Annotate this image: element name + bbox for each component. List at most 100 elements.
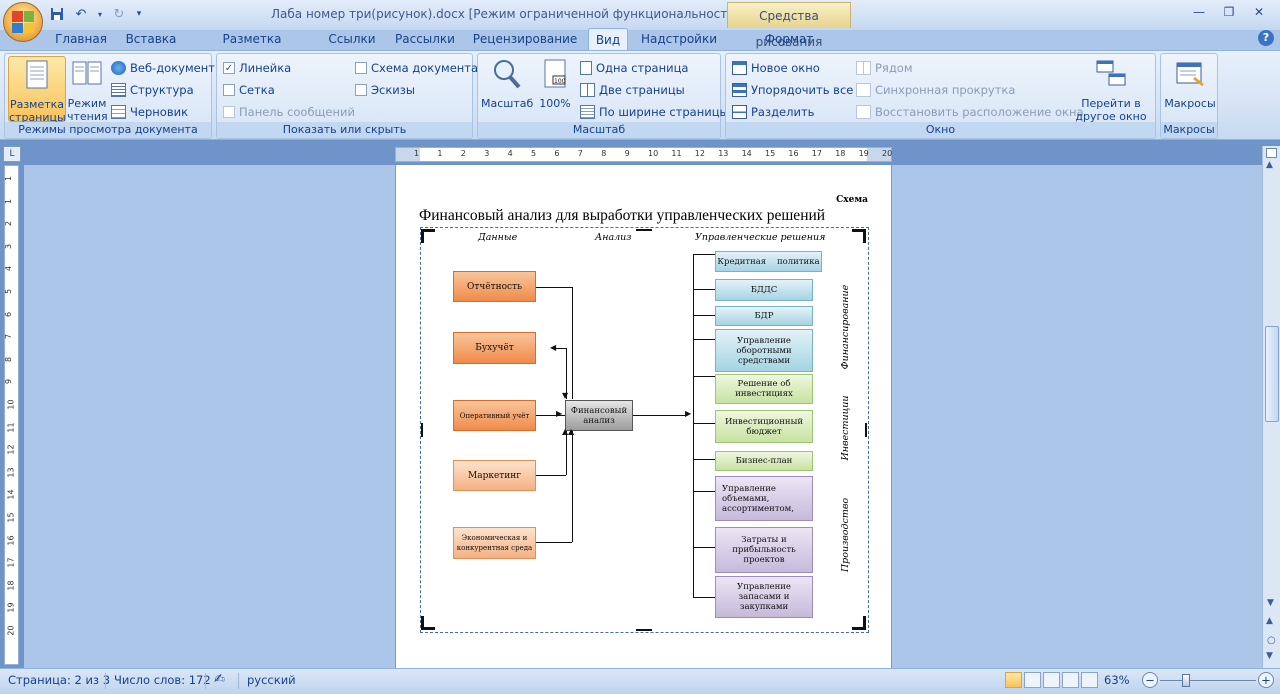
- context-tab-drawing-tools: Средства рисования: [727, 2, 851, 49]
- tab-format[interactable]: Формат: [764, 32, 814, 46]
- print-layout-view-icon[interactable]: [1005, 672, 1022, 688]
- redo-icon[interactable]: ↻: [113, 6, 125, 22]
- scrollbar-thumb[interactable]: [1265, 326, 1279, 422]
- group-label-views: Режимы просмотра документа: [5, 122, 211, 138]
- full-screen-reading-button[interactable]: Режим чтения: [67, 56, 108, 123]
- tab-view[interactable]: Вид: [588, 28, 628, 51]
- new-window-button[interactable]: Новое окно: [732, 59, 820, 77]
- minimize-icon[interactable]: —: [1193, 5, 1205, 19]
- page-indicator[interactable]: Страница: 2 из 3: [8, 673, 111, 687]
- tab-page-layout[interactable]: Разметка страницы: [221, 32, 283, 68]
- undo-icon[interactable]: ↶: [75, 6, 87, 22]
- next-page-icon[interactable]: ▼: [1266, 651, 1273, 661]
- group-label-zoom: Масштаб: [478, 122, 720, 138]
- output-box[interactable]: Инвестиционный бюджет: [715, 410, 813, 443]
- output-box[interactable]: Управление объемами, ассортиментом,: [715, 476, 813, 521]
- title-bar: [0, 0, 1280, 30]
- quick-access-toolbar: ↶ ▾ ↻ ▾: [48, 4, 144, 24]
- zoom-in-icon[interactable]: +: [1258, 672, 1274, 688]
- language-indicator[interactable]: русский: [247, 673, 296, 687]
- output-box[interactable]: Управление оборотными средствами: [715, 329, 813, 372]
- ruler-tick: 3: [484, 149, 490, 158]
- split-button[interactable]: Разделить: [732, 103, 814, 121]
- one-page-button[interactable]: Одна страница: [580, 59, 688, 77]
- output-box[interactable]: БДР: [715, 306, 813, 326]
- word-count[interactable]: Число слов: 172: [114, 673, 211, 687]
- view-ruler-icon[interactable]: [1266, 148, 1277, 158]
- output-box[interactable]: Затраты и прибыльность проектов: [715, 527, 813, 573]
- zoom-out-icon[interactable]: −: [1142, 672, 1158, 688]
- tab-review[interactable]: Рецензирование: [472, 32, 578, 46]
- tab-home[interactable]: Главная: [55, 32, 107, 46]
- tab-references[interactable]: Ссылки: [328, 32, 376, 46]
- ruler-tick: 18: [6, 580, 16, 591]
- restore-icon[interactable]: ❐: [1223, 5, 1235, 19]
- view-side-by-side-button[interactable]: Рядом: [856, 59, 913, 77]
- print-layout-button[interactable]: Разметка страницы: [8, 56, 66, 124]
- document-map-checkbox[interactable]: Схема документа: [355, 59, 478, 77]
- reading-view-icon[interactable]: [1024, 672, 1041, 688]
- zoom-100-button[interactable]: 100 100%: [535, 56, 575, 122]
- macros-button[interactable]: Макросы: [1163, 56, 1217, 122]
- split-icon: [732, 105, 747, 119]
- web-view-icon[interactable]: [1043, 672, 1060, 688]
- gridlines-checkbox[interactable]: Сетка: [223, 81, 275, 99]
- reset-window-position-button[interactable]: Восстановить расположение окна: [856, 103, 1084, 121]
- proofing-icon[interactable]: ✍: [214, 672, 225, 687]
- page-width-button[interactable]: По ширине страницы: [580, 103, 729, 121]
- tab-insert[interactable]: Вставка: [125, 32, 177, 46]
- center-box[interactable]: Финансовый анализ: [565, 400, 633, 431]
- zoom-slider[interactable]: [1160, 680, 1256, 681]
- group-window: Новое окно Упорядочить все Разделить Ряд…: [725, 53, 1156, 139]
- drawing-canvas[interactable]: [420, 227, 869, 633]
- magnifier-icon: [494, 60, 521, 89]
- zoom-level[interactable]: 63%: [1104, 673, 1130, 687]
- tab-mailings[interactable]: Рассылки: [395, 32, 455, 46]
- input-box[interactable]: Отчётность: [453, 271, 536, 302]
- web-layout-icon: [111, 61, 126, 75]
- zoom-button[interactable]: Масштаб: [481, 56, 533, 122]
- ruler-tick: 4: [4, 266, 14, 272]
- document-page[interactable]: Схема Финансовый анализ для выработки уп…: [395, 165, 892, 670]
- ruler-checkbox[interactable]: ✓Линейка: [223, 61, 292, 75]
- output-box[interactable]: Бизнес-план: [715, 451, 813, 471]
- input-box[interactable]: Оперативный учёт: [453, 400, 536, 431]
- draft-view-icon[interactable]: [1081, 672, 1098, 688]
- switch-windows-button[interactable]: Перейти в другое окно: [1070, 56, 1152, 123]
- previous-page-icon[interactable]: ▲: [1266, 616, 1273, 626]
- message-bar-checkbox[interactable]: Панель сообщений: [223, 103, 355, 121]
- output-box[interactable]: Решение об инвестициях: [715, 374, 813, 404]
- office-button[interactable]: [3, 2, 43, 42]
- tab-selector-button[interactable]: L: [3, 146, 21, 162]
- arrange-all-button[interactable]: Упорядочить все: [732, 81, 853, 99]
- outline-button[interactable]: Структура: [111, 81, 194, 99]
- input-box[interactable]: Экономическая и конкурентная среда: [453, 527, 536, 559]
- close-icon[interactable]: ✕: [1253, 5, 1265, 19]
- group-label-macros: Макросы: [1161, 122, 1217, 138]
- thumbnails-checkbox[interactable]: Эскизы: [355, 81, 415, 99]
- output-box[interactable]: БДДС: [715, 279, 813, 301]
- save-icon[interactable]: [48, 5, 66, 23]
- checkbox-icon: [355, 84, 367, 96]
- undo-dropdown-icon[interactable]: ▾: [97, 9, 102, 19]
- vertical-scrollbar[interactable]: ▲ ▼ ▲ ○ ▼: [1262, 146, 1280, 668]
- scroll-down-icon[interactable]: ▼: [1267, 598, 1274, 608]
- two-pages-button[interactable]: Две страницы: [580, 81, 685, 99]
- web-layout-button[interactable]: Веб-документ: [111, 59, 215, 77]
- draft-button[interactable]: Черновик: [111, 103, 188, 121]
- select-browse-object-icon[interactable]: ○: [1267, 635, 1276, 646]
- input-box[interactable]: Бухучёт: [453, 332, 536, 364]
- tab-addins[interactable]: Надстройки: [640, 32, 718, 46]
- sync-scroll-button[interactable]: Синхронная прокрутка: [856, 81, 1015, 99]
- scroll-up-icon[interactable]: ▲: [1266, 160, 1273, 170]
- zoom-slider-thumb[interactable]: [1182, 674, 1190, 687]
- output-box[interactable]: Кредитная политика: [715, 251, 822, 272]
- customize-qat-icon[interactable]: ▾: [136, 9, 142, 19]
- ruler-tick: 15: [6, 512, 16, 523]
- outline-view-icon[interactable]: [1062, 672, 1079, 688]
- input-box[interactable]: Маркетинг: [453, 460, 536, 491]
- help-icon[interactable]: ?: [1258, 30, 1274, 46]
- output-box[interactable]: Управление запасами и закупками: [715, 576, 813, 618]
